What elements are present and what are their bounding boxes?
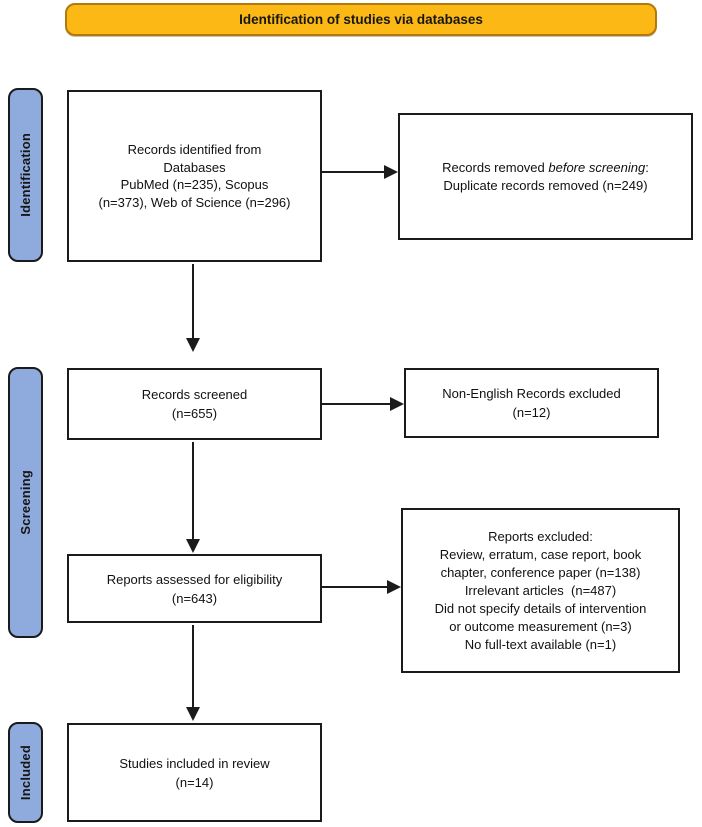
- arrow-down-icon: [186, 707, 200, 721]
- records-identified-line: Databases: [163, 159, 226, 175]
- records-identified-line: (n=373), Web of Science (n=296): [98, 194, 291, 210]
- records-removed-prefix: Records removed: [442, 159, 549, 175]
- non-english-line: Non-English Records excluded: [442, 386, 621, 401]
- arrow-screened-to-assessed-shaft: [192, 442, 194, 539]
- header-banner-label: Identification of studies via databases: [239, 12, 483, 27]
- records-identified-line: Records identified from: [127, 142, 262, 157]
- studies-included-line: (n=14): [175, 774, 214, 790]
- reports-assessed-line: Reports assessed for eligibility: [106, 571, 283, 587]
- reports-excluded-line: Review, erratum, case report, book: [439, 546, 642, 562]
- box-records-removed: Records removed before screening: Duplic…: [398, 113, 693, 240]
- arrow-screened-to-nonenglish-shaft: [322, 403, 390, 405]
- box-records-screened: Records screened (n=655): [67, 368, 322, 440]
- arrow-assessed-to-included-shaft: [192, 625, 194, 707]
- reports-excluded-line: No full-text available (n=1): [464, 636, 617, 652]
- stage-label-included: Included: [8, 722, 43, 823]
- box-records-identified: Records identified from Databases PubMed…: [67, 90, 322, 262]
- reports-excluded-line: Did not specify details of intervention: [434, 600, 647, 616]
- stage-label-identification: Identification: [8, 88, 43, 262]
- records-removed-line-1: Records removed before screening:: [442, 159, 649, 177]
- records-removed-italic: before screening: [548, 159, 646, 175]
- arrow-right-icon: [384, 165, 398, 179]
- reports-excluded-line: or outcome measurement (n=3): [449, 618, 632, 634]
- reports-excluded-line: Irrelevant articles (n=487): [464, 582, 617, 598]
- reports-excluded-line: Reports excluded:: [488, 528, 593, 544]
- arrow-right-icon: [387, 580, 401, 594]
- stage-label-included-text: Included: [18, 744, 33, 801]
- arrow-identified-to-screened-shaft: [192, 264, 194, 338]
- studies-included-line: Studies included in review: [119, 755, 270, 771]
- box-studies-included: Studies included in review (n=14): [67, 723, 322, 822]
- box-non-english-excluded: Non-English Records excluded (n=12): [404, 368, 659, 438]
- arrow-identified-to-removed-shaft: [322, 171, 384, 173]
- header-banner: Identification of studies via databases: [65, 3, 657, 36]
- arrow-right-icon: [390, 397, 404, 411]
- arrow-assessed-to-excluded-shaft: [322, 586, 387, 588]
- reports-assessed-line: (n=643): [171, 590, 218, 606]
- stage-label-screening-text: Screening: [18, 470, 33, 535]
- records-removed-line-2: Duplicate records removed (n=249): [443, 177, 648, 193]
- records-screened-line: (n=655): [171, 406, 218, 421]
- records-identified-line: PubMed (n=235), Scopus: [120, 177, 269, 192]
- non-english-line: (n=12): [512, 405, 551, 420]
- records-screened-line: Records screened: [141, 387, 248, 402]
- stage-label-screening: Screening: [8, 367, 43, 638]
- arrow-down-icon: [186, 338, 200, 352]
- records-removed-suffix: :: [645, 159, 649, 175]
- stage-label-identification-text: Identification: [18, 133, 33, 217]
- reports-excluded-line: chapter, conference paper (n=138): [440, 564, 641, 580]
- arrow-down-icon: [186, 539, 200, 553]
- box-reports-excluded: Reports excluded: Review, erratum, case …: [401, 508, 680, 673]
- box-reports-assessed: Reports assessed for eligibility (n=643): [67, 554, 322, 623]
